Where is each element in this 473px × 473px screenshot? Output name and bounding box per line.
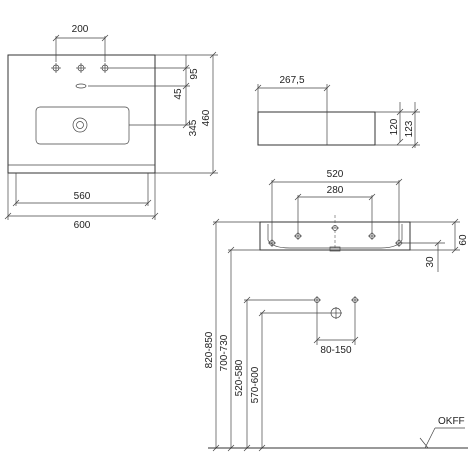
dim-height-2: 700-730 — [219, 334, 230, 371]
dim-side-depth: 267,5 — [279, 75, 304, 86]
floor-label: OKFF — [438, 416, 465, 427]
dim-side-height-inner: 120 — [389, 118, 400, 135]
mount-hole-outer-left — [268, 239, 276, 247]
dim-height-3: 520-580 — [234, 359, 245, 396]
overflow-center — [331, 225, 339, 231]
dim-overall-depth: 460 — [201, 109, 212, 126]
tap-hole-center — [76, 63, 86, 73]
overflow-hole — [75, 83, 87, 89]
dim-bowl-depth: 345 — [188, 119, 199, 136]
dim-tap-spacing: 200 — [72, 24, 89, 35]
basin-outline — [7, 54, 156, 174]
dim-mount-inner: 280 — [327, 185, 344, 196]
dim-front-offset: 30 — [425, 256, 436, 268]
top-view: 200 95 45 345 460 560 600 — [4, 24, 218, 231]
dim-overall-width: 600 — [74, 220, 91, 231]
dim-side-height-outer: 123 — [404, 120, 415, 137]
dim-height-4: 570-600 — [250, 366, 261, 403]
dim-mount-width: 520 — [327, 169, 344, 180]
dim-to-holes: 95 — [189, 68, 200, 80]
dim-siphon-spacing: 80-150 — [320, 345, 352, 356]
mount-hole-inner-left — [294, 232, 302, 240]
tap-hole-left — [51, 63, 61, 73]
mount-hole-inner-right — [368, 232, 376, 240]
mount-hole-outer-right — [395, 239, 403, 247]
bowl-outline — [35, 106, 130, 145]
dim-to-drain: 45 — [173, 88, 184, 100]
water-connection-left — [313, 296, 321, 304]
drain-outlet — [329, 246, 341, 252]
installation-heights: 820-850 700-730 520-580 570-600 OKFF — [204, 218, 468, 452]
water-connection-right — [351, 296, 359, 304]
siphon-view: 80-150 — [313, 296, 359, 356]
drain-connection — [330, 307, 342, 319]
side-view: 267,5 120 123 — [254, 75, 420, 149]
front-view: 520 280 60 30 — [259, 169, 469, 272]
dim-bowl-width: 560 — [74, 191, 91, 202]
dim-height-1: 820-850 — [204, 331, 215, 368]
drain-outer — [72, 117, 88, 133]
dim-front-height: 60 — [458, 234, 469, 246]
floor-marker — [419, 427, 465, 449]
tap-hole-right — [100, 63, 110, 73]
drain-inner — [76, 121, 84, 129]
basin-side-outline — [257, 111, 376, 146]
